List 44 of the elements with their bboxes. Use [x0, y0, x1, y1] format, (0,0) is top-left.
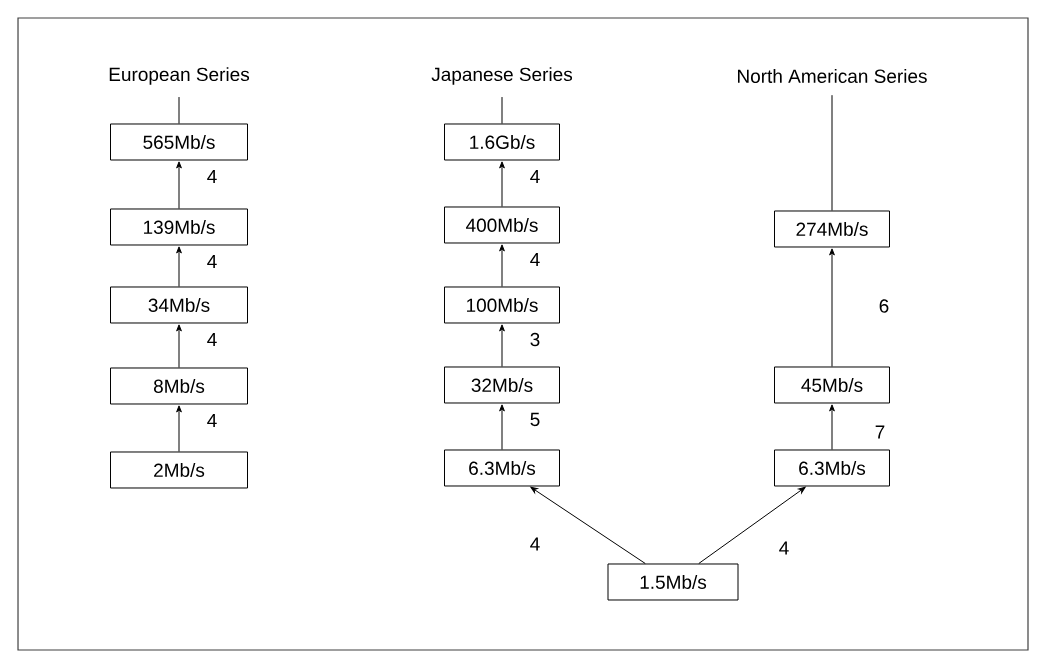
series-heading: European Series	[109, 67, 250, 85]
arrow	[176, 161, 182, 209]
arrow	[176, 246, 182, 287]
edge-label: 3	[530, 332, 540, 347]
rate-box: 6.3Mb/s	[444, 449, 560, 487]
series-heading: Japanese Series	[431, 67, 573, 85]
rate-box: 565Mb/s	[110, 123, 248, 161]
arrow	[499, 324, 505, 367]
arrow	[499, 161, 505, 207]
rate-box: 34Mb/s	[110, 286, 248, 324]
rate-box: 6.3Mb/s	[774, 449, 890, 487]
arrow	[499, 244, 505, 287]
edge-label: 4	[207, 254, 217, 269]
edge-label: 4	[530, 537, 540, 551]
connector-line	[831, 94, 833, 211]
edge-label: 4	[207, 413, 217, 428]
arrow	[829, 404, 835, 450]
rate-box: 100Mb/s	[444, 286, 560, 324]
rate-box: 274Mb/s	[774, 210, 890, 248]
edge-label: 4	[207, 169, 217, 184]
arrow	[829, 248, 835, 367]
edge-label: 4	[530, 169, 540, 184]
edge-label: 6	[879, 299, 889, 313]
arrow	[176, 405, 182, 452]
edge-label: 4	[207, 332, 217, 347]
connector-line	[501, 96, 503, 124]
rate-box: 32Mb/s	[444, 366, 560, 404]
arrow	[530, 486, 646, 564]
edge-label: 4	[530, 252, 540, 267]
edge-label: 4	[779, 541, 789, 555]
rate-box: 1.5Mb/s	[607, 563, 739, 601]
rate-box: 45Mb/s	[774, 366, 890, 404]
rate-box: 139Mb/s	[110, 208, 248, 246]
rate-box: 2Mb/s	[110, 451, 248, 489]
edge-label: 7	[875, 425, 885, 439]
arrow	[176, 324, 182, 368]
edge-label: 5	[530, 412, 540, 427]
rate-box: 8Mb/s	[110, 367, 248, 405]
arrow	[499, 404, 505, 450]
connector-line	[178, 96, 180, 124]
series-heading: North American Series	[738, 69, 927, 83]
rate-box: 400Mb/s	[444, 206, 560, 244]
arrow	[698, 486, 806, 564]
rate-box: 1.6Gb/s	[444, 123, 560, 161]
